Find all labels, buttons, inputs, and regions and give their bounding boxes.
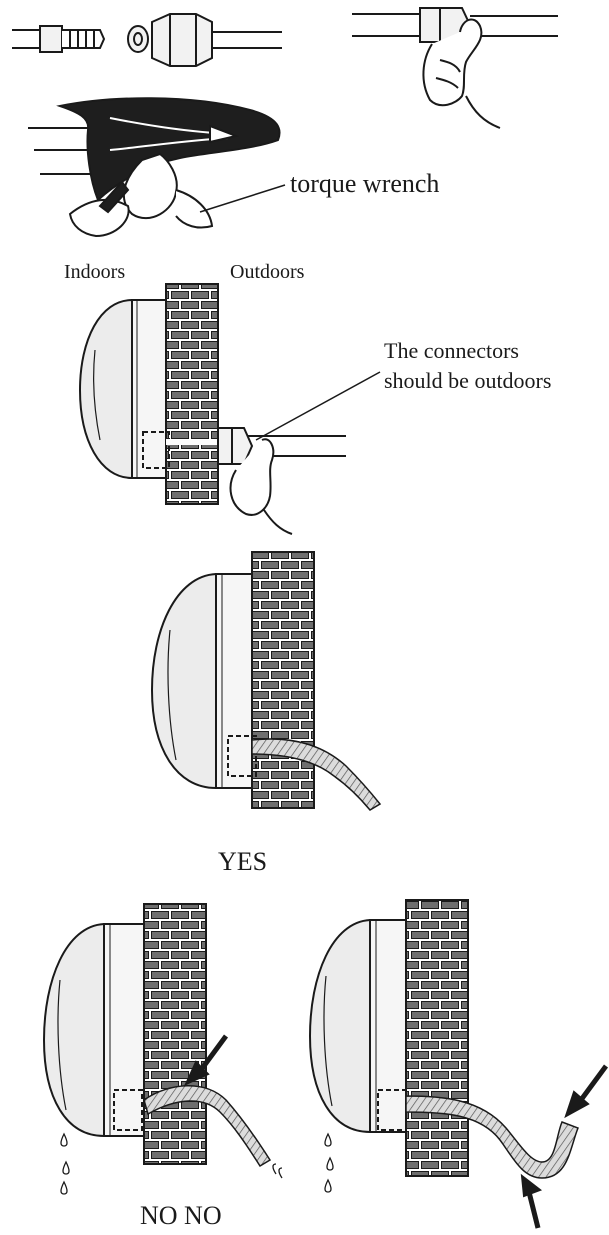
incorrect-installation-rising-pipe	[44, 904, 270, 1166]
outdoors-label: Outdoors	[230, 261, 305, 283]
water-drip-icon	[325, 1134, 333, 1192]
indoors-label: Indoors	[64, 261, 125, 283]
indoor-unit-connector-outdoors	[80, 284, 380, 534]
flare-fitting-illustration	[12, 14, 282, 66]
torque-wrench-illustration	[28, 98, 285, 236]
connectors-note-line2: should be outdoors	[384, 368, 551, 393]
incorrect-installation-sagging-pipe	[310, 900, 606, 1228]
yes-label: YES	[218, 847, 267, 876]
hand-tighten-illustration	[352, 8, 558, 128]
connectors-note-line1: The connectors	[384, 338, 519, 363]
torque-wrench-label: torque wrench	[290, 169, 439, 198]
no-no-label: NO NO	[140, 1201, 222, 1230]
correct-installation-illustration	[152, 552, 380, 810]
